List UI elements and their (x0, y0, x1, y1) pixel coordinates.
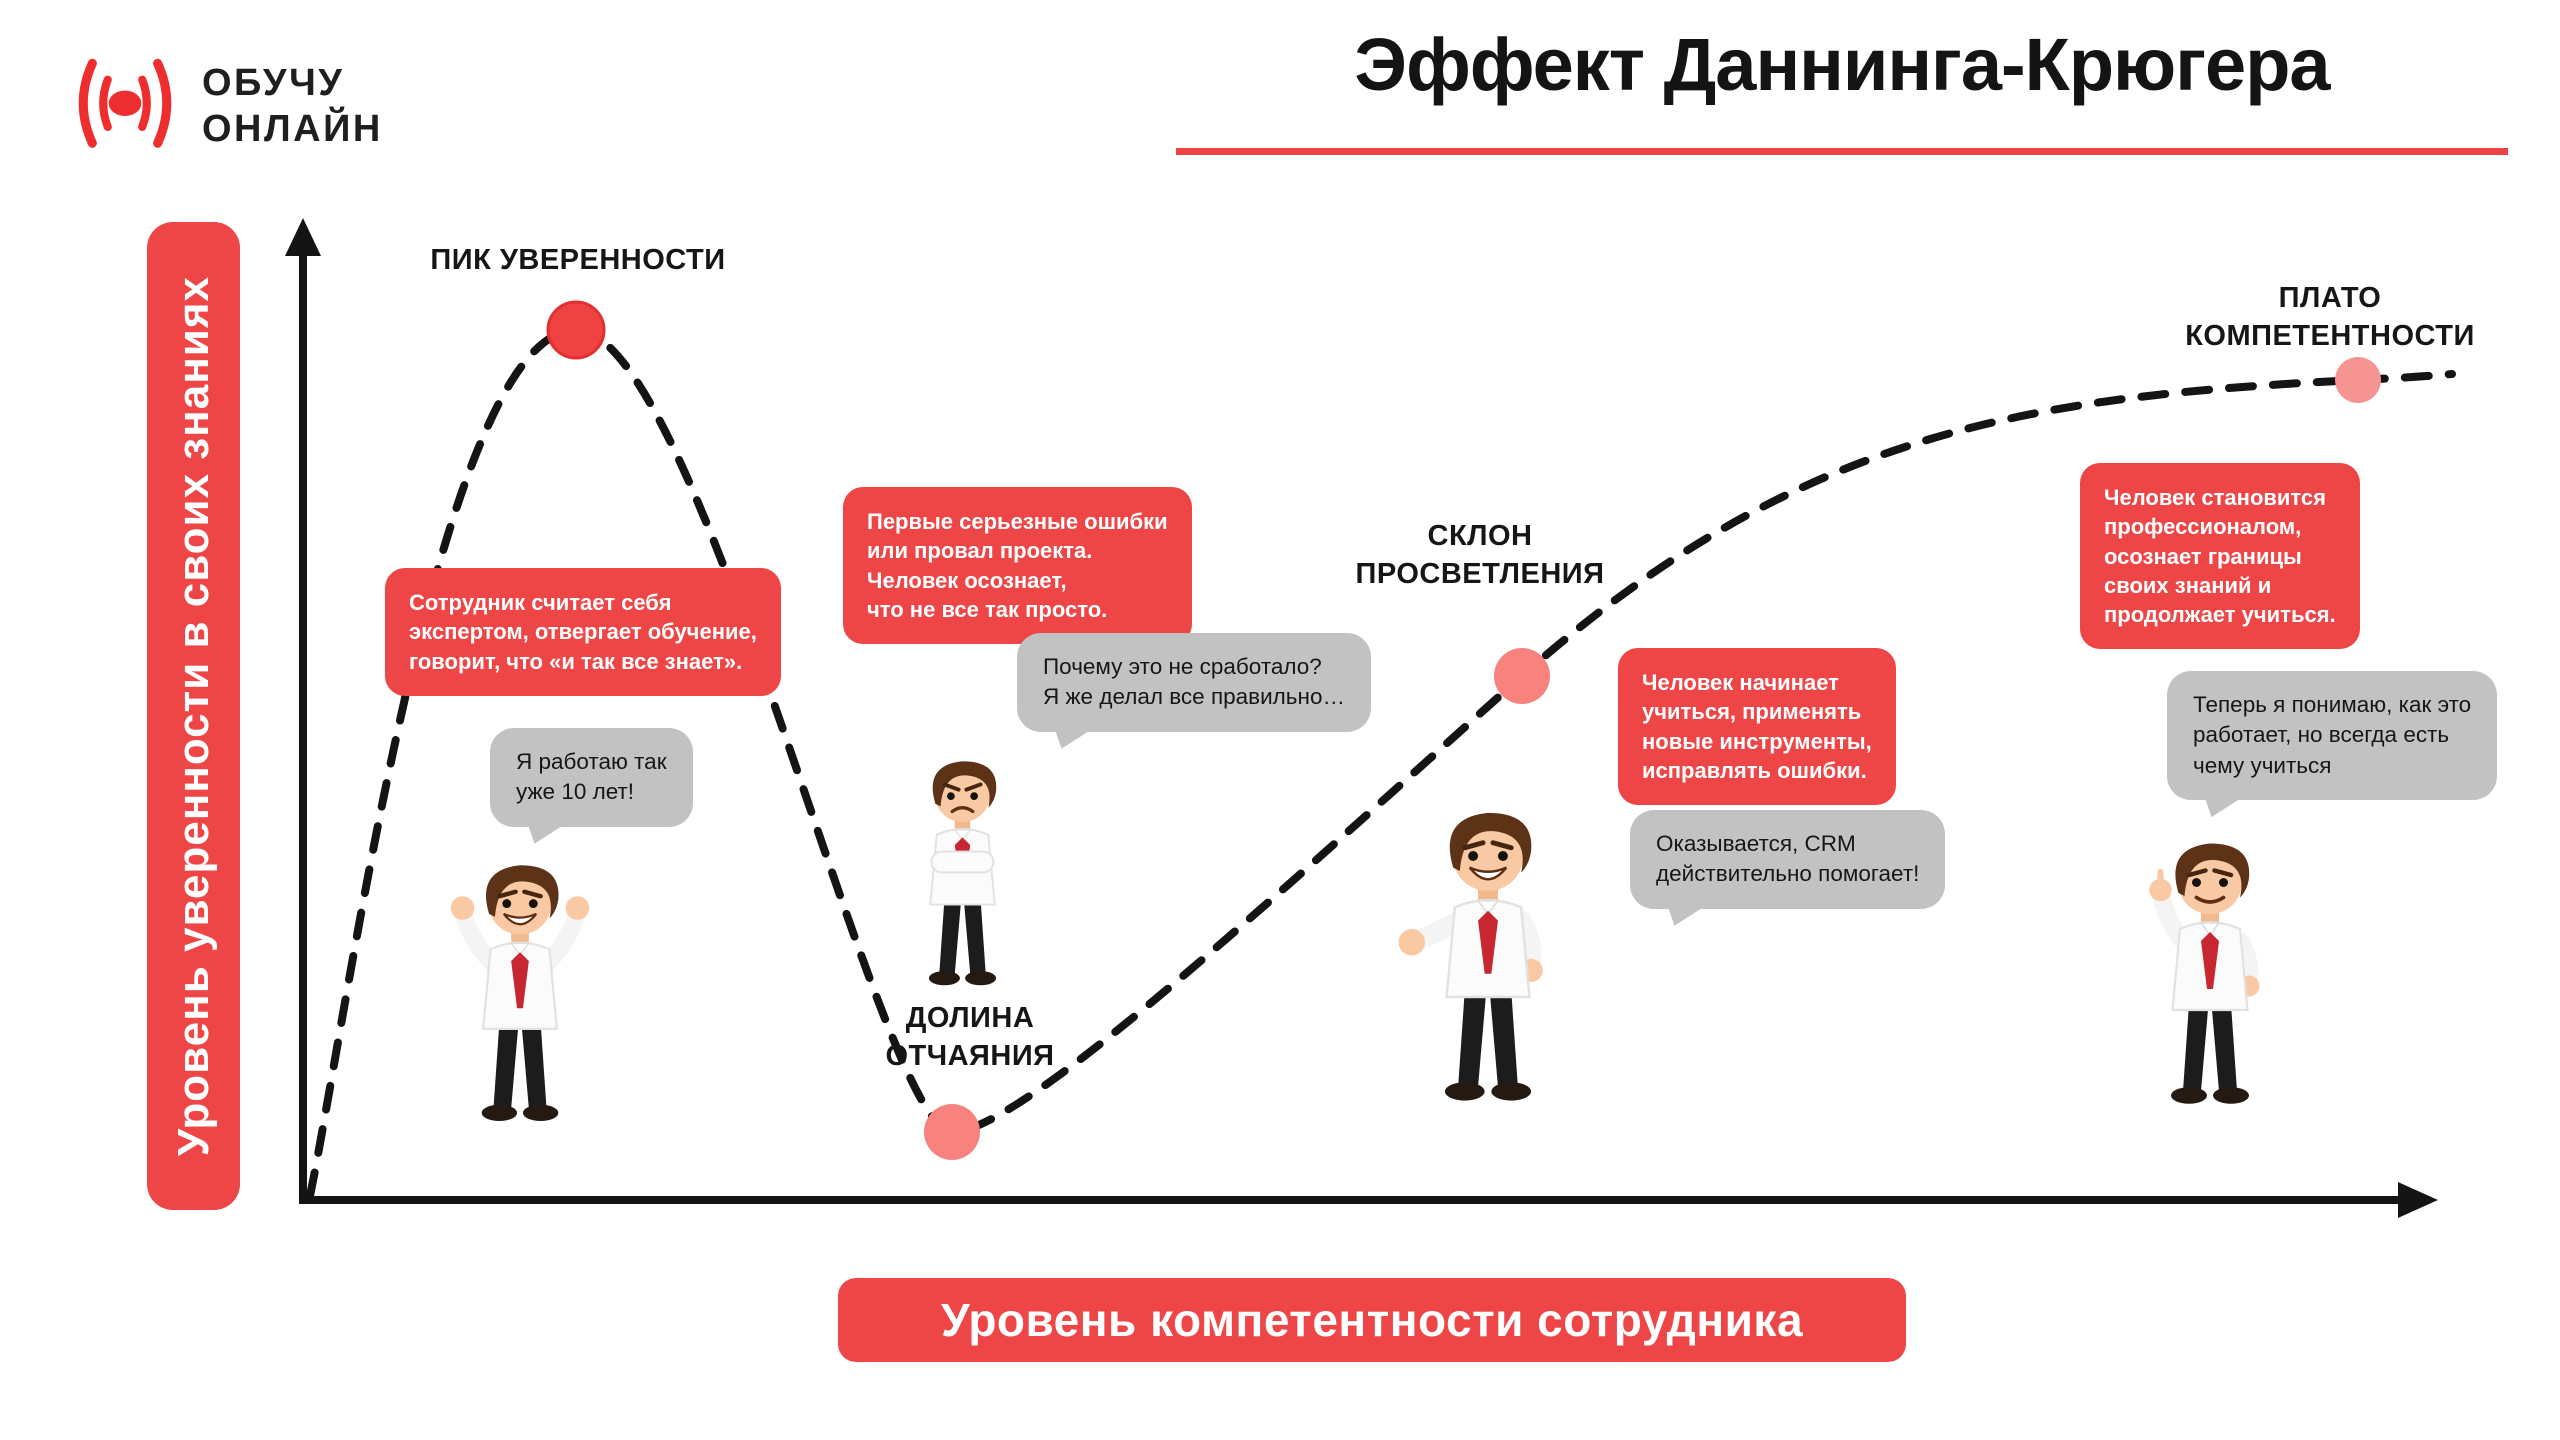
character-frustrated (885, 690, 1040, 995)
bubble-line: Я работаю так (516, 749, 667, 774)
y-axis-arrow (285, 218, 321, 256)
bubble-line: осознает границы (2104, 543, 2302, 569)
bubble-line: исправлять ошибки. (1642, 757, 1867, 783)
bubble-line: Сотрудник считает себя (409, 590, 672, 615)
stage-label-slope: СКЛОН ПРОСВЕТЛЕНИЯ (1340, 518, 1620, 593)
bubble-line: Теперь я понимаю, как это (2193, 692, 2472, 717)
bubble-line: работает, но всегда есть (2193, 722, 2450, 748)
bubble-line: Оказывается, CRM (1656, 831, 1856, 856)
character-celebrating (420, 852, 620, 1132)
y-axis-label: Уровень уверенности в своих знаниях (168, 275, 218, 1157)
logo-text: ОБУЧУ ОНЛАЙН (202, 60, 383, 153)
stage-line: ПЛАТО (2278, 282, 2382, 314)
stage-line: ПРОСВЕТЛЕНИЯ (1355, 557, 1605, 590)
bubble-line: уже 10 лет! (516, 779, 635, 805)
stage-line: ОТЧАЯНИЯ (885, 1039, 1055, 1072)
broadcast-icon (78, 58, 172, 148)
stage-line: СКЛОН (1427, 520, 1533, 552)
bubble-line: чему учиться (2193, 752, 2332, 778)
speech-bubble-valley: Почему это не сработало? Я же делал все … (1017, 633, 1371, 732)
bubble-line: своих знаний и (2104, 572, 2272, 598)
logo: ОБУЧУ ОНЛАЙН (66, 56, 383, 156)
valley-dot (924, 1104, 980, 1160)
title-block: Эффект Даннинга-Крюгера (1176, 22, 2508, 107)
character-pointing-up (2120, 810, 2300, 1115)
stage-line: ПИК УВЕРЕННОСТИ (430, 244, 726, 276)
red-callout-peak: Сотрудник считает себя экспертом, отверг… (385, 568, 781, 696)
stage-label-valley: ДОЛИНА ОТЧАЯНИЯ (870, 1000, 1070, 1075)
speech-bubble-plateau: Теперь я понимаю, как это работает, но в… (2167, 671, 2498, 801)
stage-label-peak: ПИК УВЕРЕННОСТИ (418, 242, 738, 280)
page-title: Эффект Даннинга-Крюгера (1354, 23, 2330, 106)
red-callout-valley: Первые серьезные ошибки или провал проек… (843, 487, 1192, 644)
stage-label-plateau: ПЛАТО КОМПЕТЕНТНОСТИ (2165, 280, 2495, 355)
stage-line: КОМПЕТЕНТНОСТИ (2185, 319, 2475, 352)
speech-bubble-peak: Я работаю так уже 10 лет! (490, 728, 693, 827)
x-axis-arrow (2398, 1182, 2438, 1218)
bubble-line: продолжает учиться. (2104, 602, 2336, 627)
title-underline (1176, 148, 2508, 155)
bubble-line: экспертом, отвергает обучение, (409, 619, 757, 645)
red-callout-slope: Человек начинает учиться, применять новы… (1618, 648, 1896, 805)
red-callout-plateau: Человек становится профессионалом, осозн… (2080, 463, 2360, 650)
slope-dot (1494, 648, 1550, 704)
bubble-line: новые инструменты, (1642, 728, 1872, 754)
y-axis-label-pill: Уровень уверенности в своих знаниях (147, 222, 240, 1210)
bubble-line: говорит, что «и так все знает». (409, 648, 743, 674)
bubble-line: Почему это не сработало? (1043, 654, 1322, 679)
peak-dot (546, 300, 606, 360)
character-presenting (1383, 798, 1593, 1113)
stage-line: ДОЛИНА (905, 1002, 1035, 1034)
bubble-line: Я же делал все правильно… (1043, 684, 1345, 710)
bubble-line: действительно помогает! (1656, 861, 1920, 887)
bubble-line: Человек становится (2104, 485, 2326, 510)
bubble-line: Человек осознает, (867, 567, 1067, 593)
logo-line2: ОНЛАЙН (202, 108, 383, 150)
bubble-line: Человек начинает (1642, 670, 1839, 695)
bubble-line: учиться, применять (1642, 699, 1862, 725)
x-axis-label-pill: Уровень компетентности сотрудника (838, 1278, 1906, 1362)
bubble-line: что не все так просто. (867, 596, 1108, 622)
bubble-line: Первые серьезные ошибки (867, 509, 1168, 534)
logo-line1: ОБУЧУ (202, 61, 345, 104)
x-axis-label: Уровень компетентности сотрудника (940, 1294, 1804, 1346)
bubble-line: или провал проекта. (867, 538, 1093, 564)
bubble-line: профессионалом, (2104, 514, 2302, 540)
speech-bubble-slope: Оказывается, CRM действительно помогает! (1630, 810, 1946, 909)
plateau-dot (2335, 357, 2381, 403)
